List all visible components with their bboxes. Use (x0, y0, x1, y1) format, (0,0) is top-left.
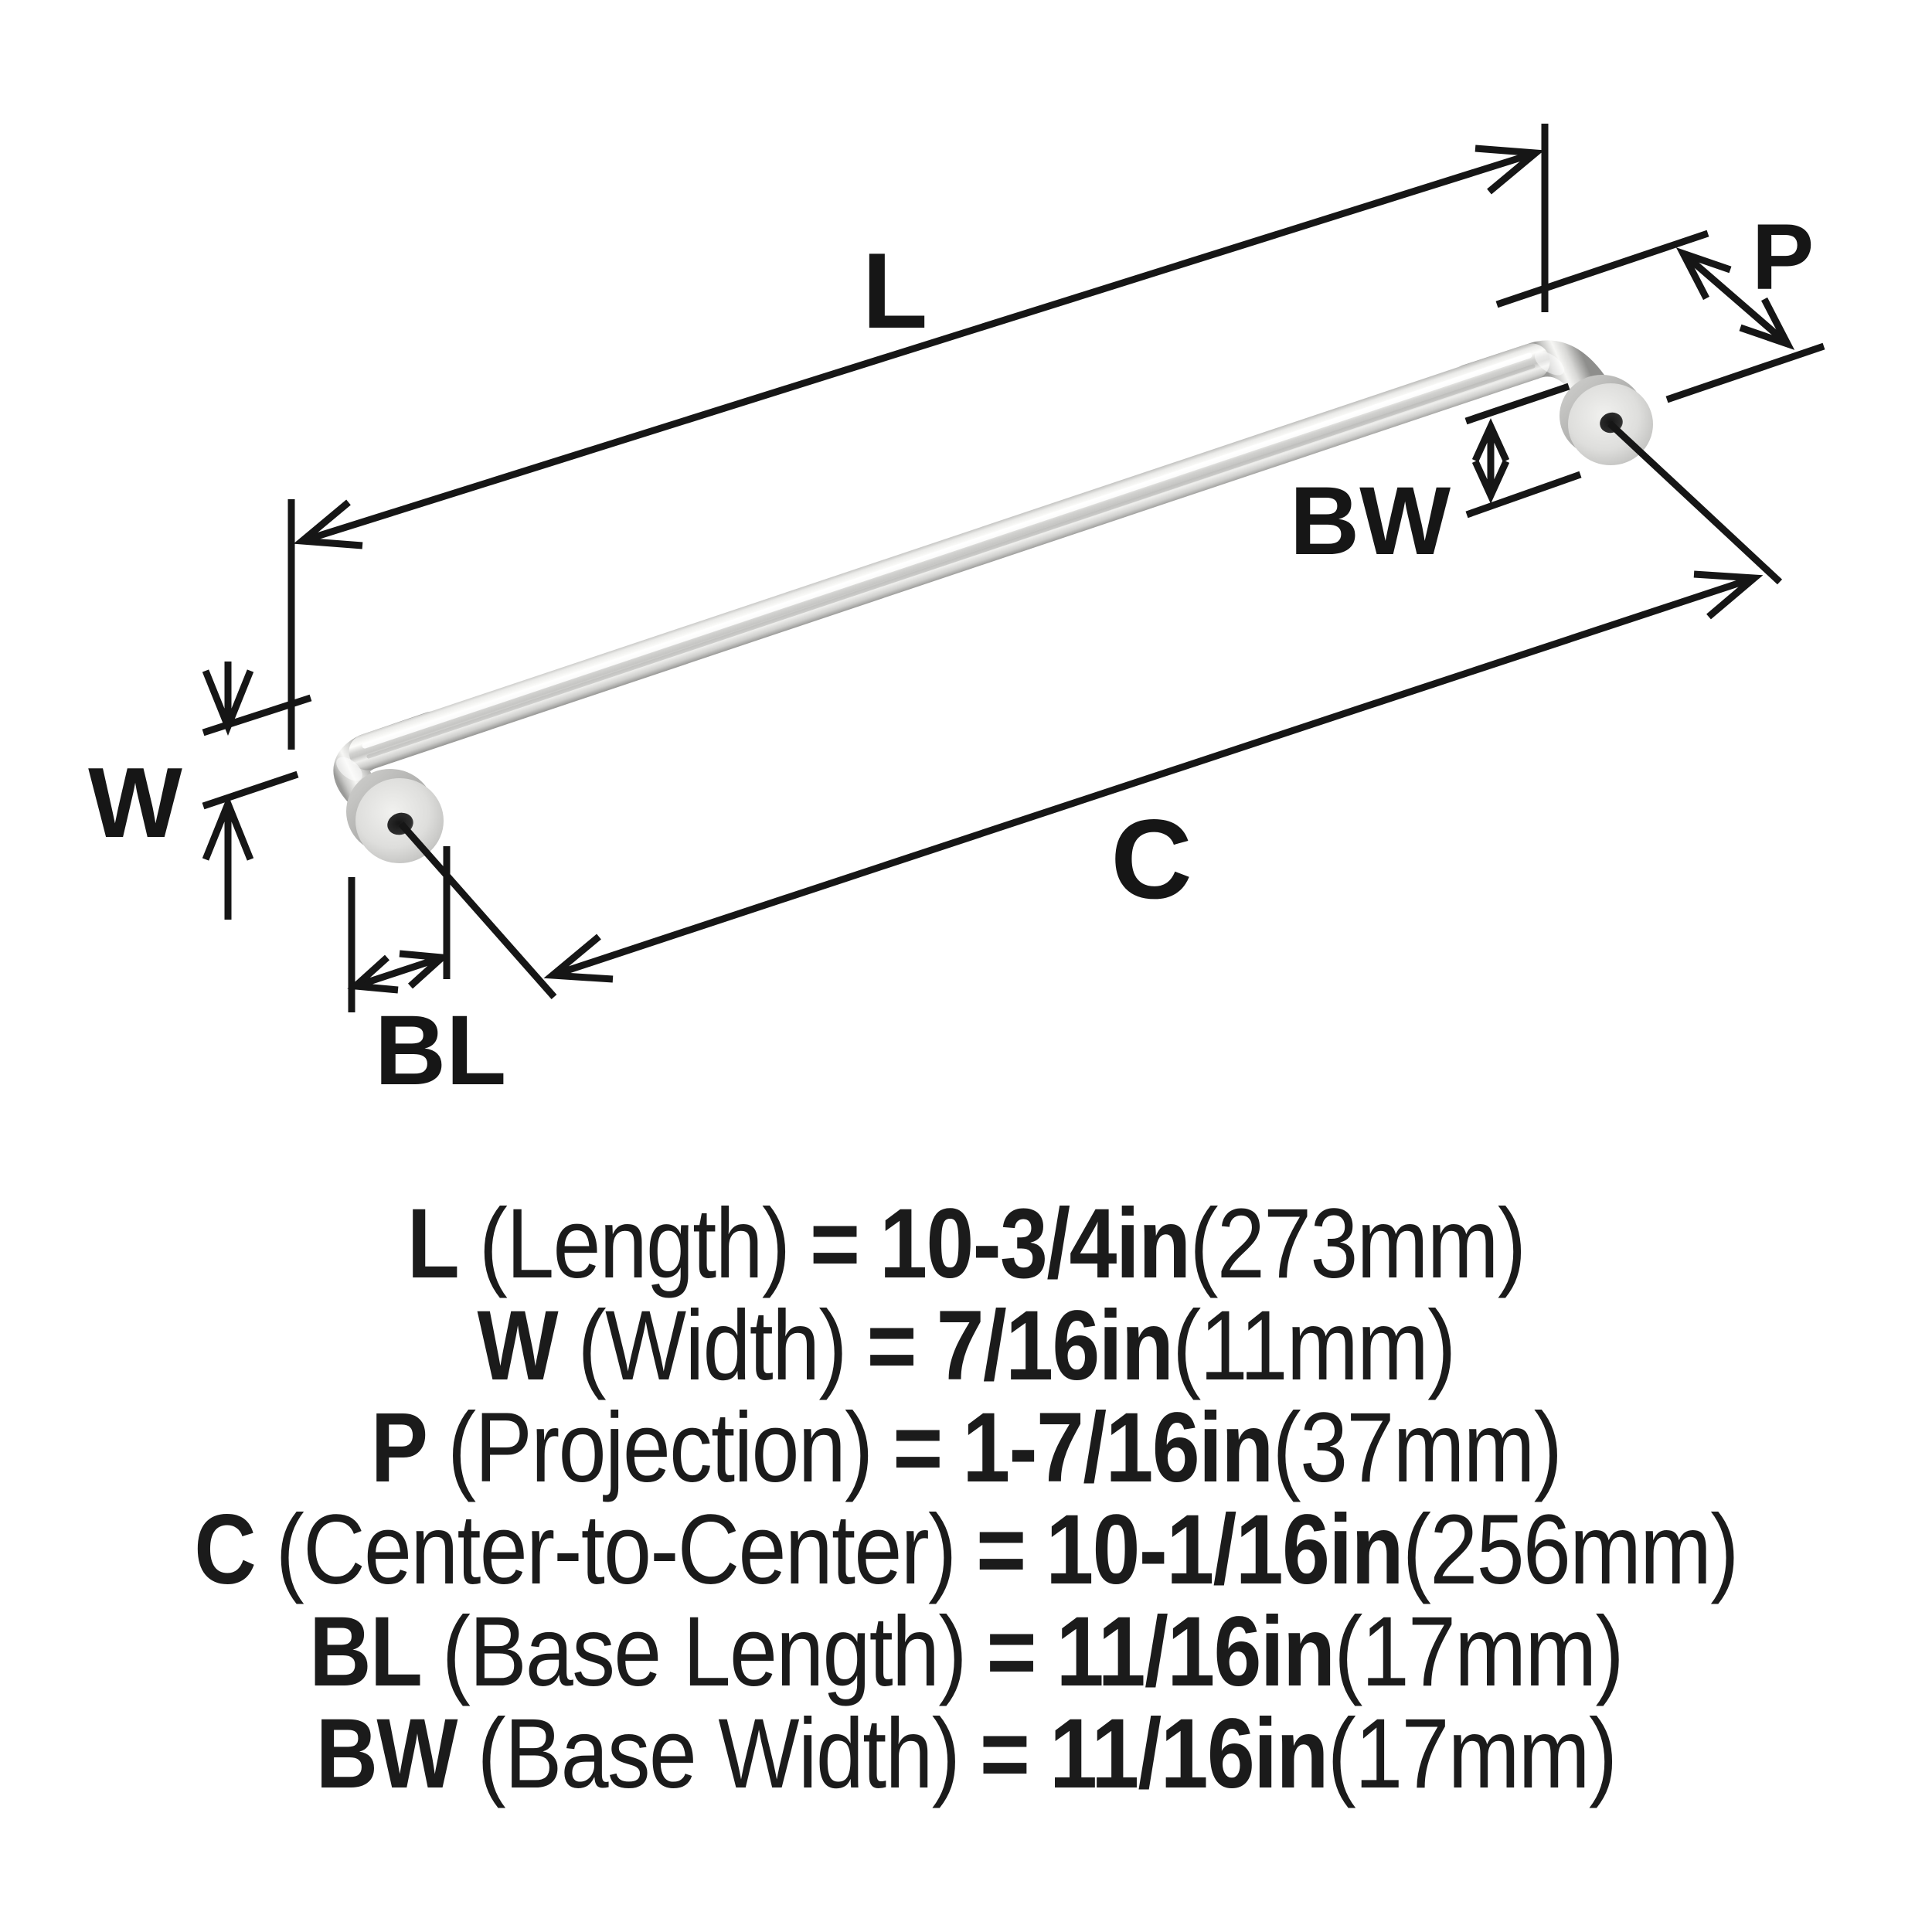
BL-arrowhead-left-icon (347, 954, 399, 994)
C-leader-left (398, 821, 557, 999)
P-dimension-line (1681, 250, 1790, 347)
spec-metric-value: (273mm) (1189, 1189, 1526, 1299)
spec-desc: (Center-to-Center) (275, 1495, 957, 1605)
W-tick-lower (202, 770, 299, 810)
spec-row-base-width: BW (Base Width) = 11/16in (17mm) (126, 1703, 1807, 1805)
spec-code: C (194, 1495, 256, 1605)
spec-code: BL (309, 1597, 423, 1707)
spec-imperial-value: 10-1/16in (1046, 1495, 1403, 1605)
BW-arrowhead-up-icon (1471, 418, 1510, 462)
dimension-C (398, 420, 1783, 999)
spec-desc: (Length) (478, 1189, 791, 1299)
L-arrowhead-left-icon (293, 499, 363, 549)
spec-desc: (Projection) (447, 1393, 873, 1503)
dim-label-C: C (1111, 796, 1192, 922)
dim-label-P: P (1752, 204, 1815, 309)
W-arrowhead-up-icon (202, 794, 254, 861)
dimension-L (287, 124, 1549, 750)
spec-desc: (Base Width) (477, 1699, 961, 1809)
handle-bar (349, 343, 1550, 770)
spec-equals: = (866, 1291, 917, 1401)
P-arrowhead-upper-icon (1675, 247, 1732, 301)
spec-imperial-value: 11/16in (1056, 1597, 1335, 1707)
spec-code: W (477, 1291, 558, 1401)
BL-dimension-line (354, 954, 444, 990)
P-tick-upper (1495, 230, 1709, 308)
spec-imperial-value: 10-3/4in (879, 1189, 1191, 1299)
spec-text-block: L (Length) = 10-3/4in (273mm) W (Width) … (0, 1193, 1932, 1811)
dim-label-W: W (88, 747, 182, 859)
dim-label-BL: BL (375, 995, 507, 1106)
spec-equals: = (979, 1699, 1030, 1809)
spec-imperial-value: 1-7/16in (962, 1393, 1274, 1503)
spec-row-width: W (Width) = 7/16in (11mm) (126, 1295, 1807, 1397)
C-leader-right (1607, 420, 1783, 585)
spec-desc: (Base Length) (441, 1597, 967, 1707)
diagram-svg: L W P C BL BW (88, 124, 1825, 1106)
C-arrowhead-right-icon (1693, 570, 1764, 620)
spec-desc: (Width) (577, 1291, 848, 1401)
dimension-BL (347, 846, 451, 1012)
spec-equals: = (809, 1189, 860, 1299)
left-bend-specular (336, 757, 362, 781)
spec-row-center-to-center: C (Center-to-Center) = 10-1/16in (256mm) (126, 1499, 1807, 1601)
spec-code: BW (315, 1699, 458, 1809)
L-dimension-line (301, 149, 1537, 545)
handle-bar-shade (366, 364, 1536, 759)
pull-handle-illustration (333, 340, 1653, 863)
spec-metric-value: (17mm) (1334, 1597, 1624, 1707)
spec-code: L (406, 1189, 460, 1299)
dim-label-BW: BW (1290, 468, 1451, 575)
dimension-P (1495, 230, 1825, 403)
spec-equals: = (986, 1597, 1036, 1707)
spec-imperial-value: 7/16in (936, 1291, 1174, 1401)
right-bend-specular (1534, 351, 1565, 376)
spec-metric-value: (37mm) (1272, 1393, 1563, 1503)
C-arrowhead-left-icon (543, 934, 614, 983)
spec-code: P (370, 1393, 428, 1503)
spec-equals: = (976, 1495, 1026, 1605)
spec-metric-value: (17mm) (1327, 1699, 1617, 1809)
spec-row-base-length: BL (Base Length) = 11/16in (17mm) (126, 1601, 1807, 1703)
C-dimension-line (551, 574, 1756, 979)
spec-row-projection: P (Projection) = 1-7/16in (37mm) (126, 1397, 1807, 1499)
BL-arrowhead-right-icon (399, 950, 451, 989)
spec-equals: = (893, 1393, 943, 1503)
spec-metric-value: (11mm) (1172, 1291, 1456, 1401)
W-tick-upper (202, 694, 312, 736)
dimension-W (202, 662, 312, 920)
dimension-BW (1464, 383, 1582, 519)
BW-arrowhead-down-icon (1471, 460, 1510, 504)
spec-metric-value: (256mm) (1402, 1495, 1739, 1605)
L-arrowhead-right-icon (1475, 145, 1545, 195)
P-tick-lower (1665, 342, 1825, 403)
spec-imperial-value: 11/16in (1049, 1699, 1328, 1809)
left-base-flange (346, 769, 444, 863)
P-arrowhead-lower-icon (1739, 297, 1795, 350)
BW-tick-lower (1465, 471, 1582, 519)
dim-label-L: L (862, 231, 928, 351)
BW-tick-upper (1464, 383, 1570, 425)
dimension-diagram: L W P C BL BW (88, 124, 1825, 1106)
handle-bar-highlight (362, 352, 1532, 749)
spec-row-length: L (Length) = 10-3/4in (273mm) (126, 1193, 1807, 1295)
W-arrowhead-down-icon (202, 669, 254, 736)
